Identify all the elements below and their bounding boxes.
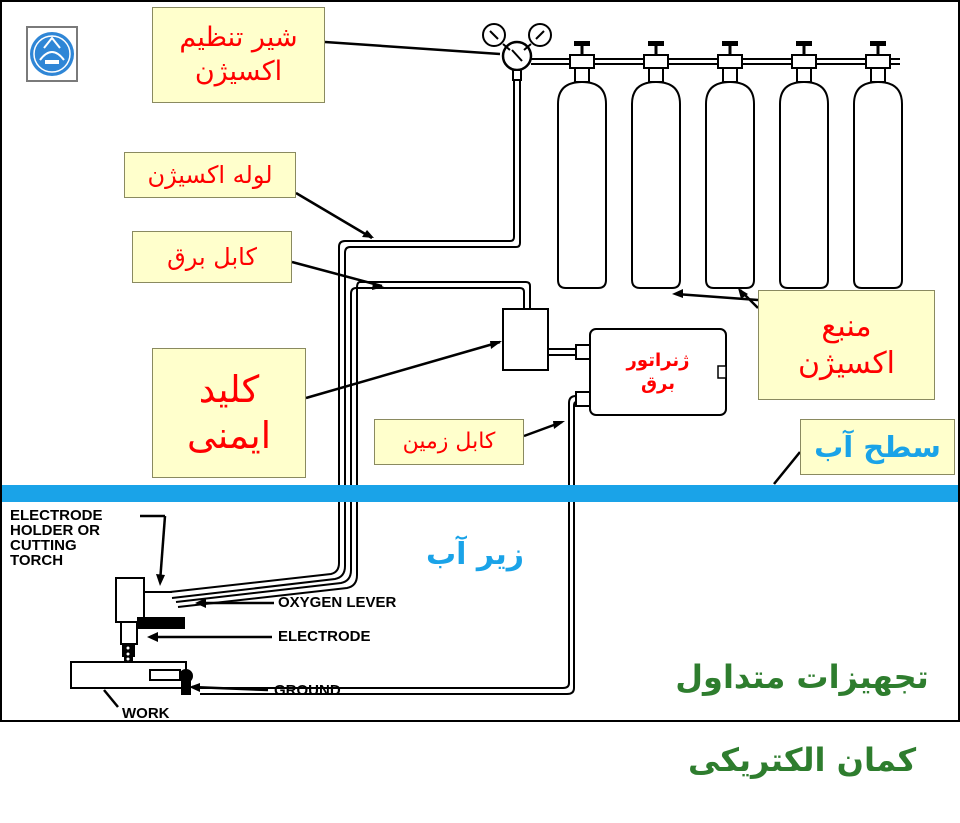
- oxygen-cylinders: [557, 41, 903, 289]
- diagram-artwork: [0, 0, 960, 722]
- safety-switch-box: [502, 308, 549, 371]
- slide-frame: [0, 0, 960, 722]
- ground-cable-label: کابل زمین: [374, 419, 524, 465]
- slide-title: تجهیزات متداول کمان الکتریکی: [652, 615, 952, 779]
- underwater-label: زیر آب: [425, 537, 525, 572]
- oxygen-cylinder: [705, 41, 755, 289]
- oxygen-regulator: [482, 23, 552, 81]
- work-piece: [70, 661, 193, 695]
- water-surface-line: [2, 485, 958, 502]
- power-cable-label: کابل برق: [132, 231, 292, 283]
- leader-arrowheads: [147, 230, 748, 692]
- electrode-rod: [124, 644, 133, 662]
- ground-label: GROUND: [274, 682, 341, 699]
- ground-cable: [200, 391, 591, 695]
- oxygen-cylinder: [779, 41, 829, 289]
- slide-title-line-2: کمان الکتریکی: [687, 740, 917, 779]
- switch-generator-link: [548, 344, 591, 360]
- oxygen-lever-label: OXYGEN LEVER: [278, 594, 397, 611]
- oxygen-cylinder: [631, 41, 681, 289]
- oxygen-hose-label: لوله اکسیژن: [124, 152, 296, 198]
- power-cable: [175, 281, 531, 608]
- electrode-label: ELECTRODE: [278, 628, 371, 645]
- oxygen-cylinder: [557, 41, 607, 289]
- oxygen-cylinder: [853, 41, 903, 289]
- generator-label: ژنراتور برق: [626, 349, 690, 394]
- oxygen-hose: [169, 80, 521, 599]
- university-seal-icon: [26, 26, 78, 82]
- diagram-stage: شیر تنظیم اکسیژن لوله اکسیژن کابل برق کل…: [0, 0, 960, 779]
- generator-box: [589, 328, 727, 416]
- safety-switch-label: کلید ایمنی: [152, 348, 306, 478]
- oxygen-source-label: منبع اکسیژن: [758, 290, 935, 400]
- water-surface-label: سطح آب: [800, 419, 955, 475]
- slide-title-line-1: تجهیزات متداول: [675, 657, 929, 696]
- electrode-holder-label: ELECTRODE HOLDER OR CUTTING TORCH: [10, 507, 103, 569]
- oxygen-valve-label: شیر تنظیم اکسیژن: [152, 7, 325, 103]
- leader-lines: [103, 40, 801, 708]
- work-label: WORK: [122, 705, 170, 722]
